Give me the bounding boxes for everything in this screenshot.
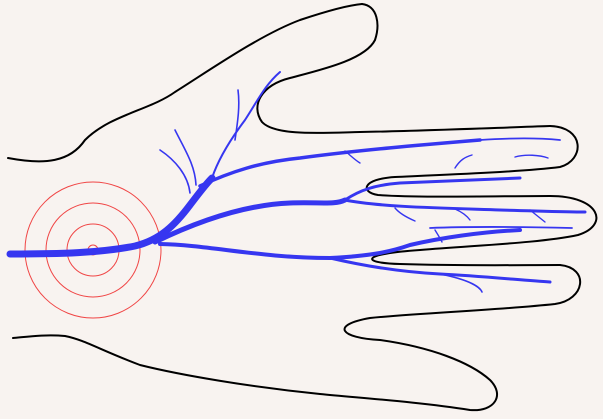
index-finger-nerve — [480, 139, 560, 141]
upper-nerve-branch — [200, 140, 480, 186]
twig-4 — [395, 208, 415, 221]
twig-5 — [455, 209, 470, 220]
wrist-nerve-fork-a — [160, 150, 190, 193]
twig-3 — [515, 155, 548, 158]
wrist-upper-edge — [8, 4, 362, 161]
ring-finger-outline — [13, 265, 580, 410]
hand-outline — [8, 4, 596, 410]
middle-nerve-branch — [155, 200, 345, 242]
main-nerve-trunk — [10, 178, 212, 254]
twig-2 — [455, 155, 472, 168]
middle-finger-nerve — [345, 200, 585, 212]
ring-finger-nerve — [330, 258, 550, 282]
index-finger-outline — [367, 126, 578, 197]
lower-nerve-branch — [160, 230, 520, 258]
thumb-outline — [257, 4, 550, 133]
middle-finger-tip-nerve — [430, 227, 572, 228]
